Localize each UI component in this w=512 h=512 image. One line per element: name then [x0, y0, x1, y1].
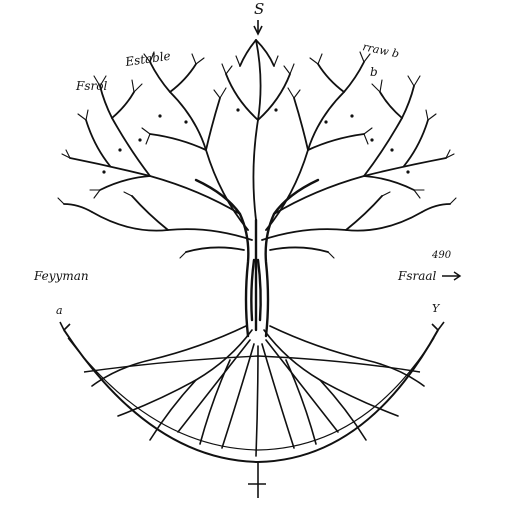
tree-twigs	[57, 51, 457, 259]
label-upper-right-small: b	[370, 65, 378, 79]
ground-arc	[59, 321, 445, 464]
bottom-cross-icon	[248, 462, 266, 498]
label-right-arc-end: Y	[432, 302, 441, 315]
tree-branches	[63, 39, 451, 253]
label-top: S	[254, 0, 264, 18]
label-right-number: 490	[431, 250, 452, 261]
label-right: Fsraal	[397, 269, 437, 283]
tree-buds	[102, 108, 410, 174]
label-upper-left: Fsrol	[75, 79, 107, 93]
tree-trunk	[194, 178, 320, 338]
right-arrow-icon	[442, 271, 462, 281]
tree-roots	[91, 325, 425, 457]
label-left-arc-end: a	[56, 304, 63, 317]
top-arrow-icon	[253, 20, 263, 36]
label-left: Feyyman	[33, 269, 89, 283]
